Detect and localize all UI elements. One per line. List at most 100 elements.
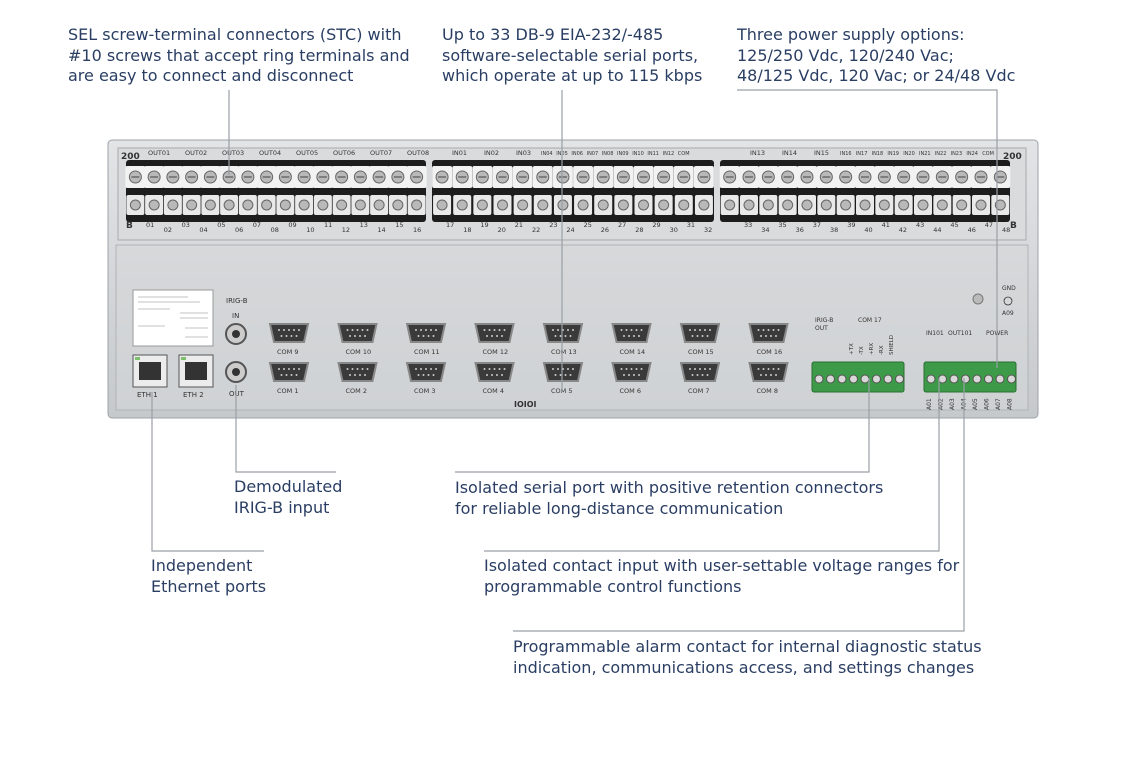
db9-pin bbox=[767, 329, 770, 331]
screw-head bbox=[617, 199, 629, 211]
db9-pin bbox=[483, 368, 486, 370]
screw-head bbox=[762, 199, 774, 211]
db9-pin bbox=[422, 374, 425, 376]
db9-pin bbox=[420, 329, 422, 331]
in101-label: IN101 bbox=[926, 330, 944, 337]
db9-pin bbox=[278, 329, 280, 331]
db9-pin bbox=[486, 374, 488, 376]
callout-line: Isolated contact input with user-settabl… bbox=[484, 556, 960, 575]
db9-pin bbox=[501, 335, 503, 337]
output-label: OUT08 bbox=[407, 149, 429, 157]
green-block-screw bbox=[938, 374, 947, 384]
db9-pin bbox=[620, 368, 623, 370]
terminal-number: 39 bbox=[847, 221, 855, 229]
db9-port bbox=[611, 323, 652, 343]
db9-pin bbox=[628, 374, 630, 376]
input-label: IN18 bbox=[872, 151, 884, 157]
db9-pin bbox=[760, 374, 762, 376]
db9-pin bbox=[346, 368, 349, 370]
terminal-number: 23 bbox=[549, 221, 557, 229]
terminal-number: 35 bbox=[778, 221, 786, 229]
ethernet-port bbox=[178, 354, 214, 388]
db9-pin bbox=[770, 374, 772, 376]
screw-head bbox=[936, 199, 948, 211]
db9-pin bbox=[635, 368, 638, 370]
screw-head bbox=[956, 199, 968, 211]
db9-pin bbox=[496, 335, 498, 337]
screw-head bbox=[878, 199, 890, 211]
irig-label: IRIG-B bbox=[226, 297, 248, 305]
output-label: OUT05 bbox=[296, 149, 318, 157]
terminal-number: 34 bbox=[761, 226, 769, 234]
callout-line: #10 screws that accept ring terminals an… bbox=[68, 45, 410, 65]
db9-pin bbox=[427, 335, 430, 337]
db9-port bbox=[542, 362, 584, 382]
terminal-screws bbox=[125, 166, 1011, 215]
callout-alarm: Programmable alarm contact for internal … bbox=[513, 637, 982, 678]
out101-label: OUT101 bbox=[948, 330, 972, 337]
db9-pin bbox=[290, 335, 293, 337]
db9-pin bbox=[701, 335, 704, 337]
terminal-number: 31 bbox=[687, 221, 695, 229]
screw-head bbox=[698, 199, 710, 211]
com17-pin-label: -TX bbox=[859, 346, 865, 355]
db9-pin bbox=[777, 329, 780, 331]
db9-pin bbox=[283, 329, 285, 331]
db9-pin bbox=[569, 335, 572, 337]
db9-pin bbox=[552, 368, 554, 370]
screw-head bbox=[298, 199, 310, 211]
db9-pin bbox=[427, 374, 430, 376]
terminal-number: 43 bbox=[916, 221, 924, 229]
db9-pin bbox=[638, 374, 640, 376]
screw-head bbox=[517, 199, 529, 211]
db9-pin bbox=[696, 335, 699, 337]
callout-line: Demodulated bbox=[234, 477, 343, 496]
input-label: IN14 bbox=[782, 149, 797, 157]
terminal-number: 20 bbox=[498, 226, 506, 234]
ethernet-label: ETH 1 bbox=[137, 391, 158, 399]
green-block-screw bbox=[883, 374, 893, 384]
screw-head bbox=[678, 199, 690, 211]
screw-head bbox=[782, 199, 794, 211]
db9-pin bbox=[288, 368, 290, 370]
db9-pin bbox=[488, 368, 491, 370]
db9-pin bbox=[638, 335, 640, 337]
callout-line: Ethernet ports bbox=[151, 576, 267, 596]
db9-pin bbox=[491, 374, 493, 376]
leader-irig bbox=[235, 385, 336, 473]
callout-serial: Up to 33 DB-9 EIA-232/-485 software-sele… bbox=[442, 25, 702, 87]
ethernet-jack bbox=[139, 362, 161, 380]
db9-pin bbox=[699, 329, 701, 331]
terminal-number: 17 bbox=[446, 221, 454, 229]
com17-pin-label: +RX bbox=[869, 343, 875, 355]
input-label: COM bbox=[982, 151, 994, 157]
input-label: IN23 bbox=[951, 151, 963, 157]
db9-pin bbox=[493, 368, 496, 370]
db9-pin bbox=[366, 368, 369, 370]
terminal-number: 38 bbox=[830, 226, 838, 234]
ethernet-jack bbox=[185, 362, 207, 380]
db9-pin bbox=[425, 368, 427, 370]
db9-pin bbox=[777, 368, 780, 370]
db9-pin bbox=[762, 329, 765, 331]
db9-pin bbox=[349, 335, 351, 337]
db9-pin bbox=[346, 329, 349, 331]
db9-pin bbox=[620, 329, 623, 331]
db9-pin bbox=[354, 335, 356, 337]
callout-line: Three power supply options: bbox=[737, 25, 965, 44]
com-port-label: COM 9 bbox=[277, 348, 298, 356]
screw-head bbox=[436, 199, 448, 211]
db9-pin bbox=[432, 335, 435, 337]
terminal-number: 41 bbox=[882, 221, 890, 229]
db9-pin bbox=[285, 335, 288, 337]
db9-pin bbox=[633, 374, 635, 376]
input-label: IN08 bbox=[602, 151, 614, 157]
terminal-number: 06 bbox=[235, 226, 243, 234]
terminal-number: 46 bbox=[968, 226, 976, 234]
green-block-screw bbox=[837, 374, 847, 384]
db9-pin bbox=[689, 329, 691, 331]
terminal-number: 48 bbox=[1002, 226, 1010, 234]
